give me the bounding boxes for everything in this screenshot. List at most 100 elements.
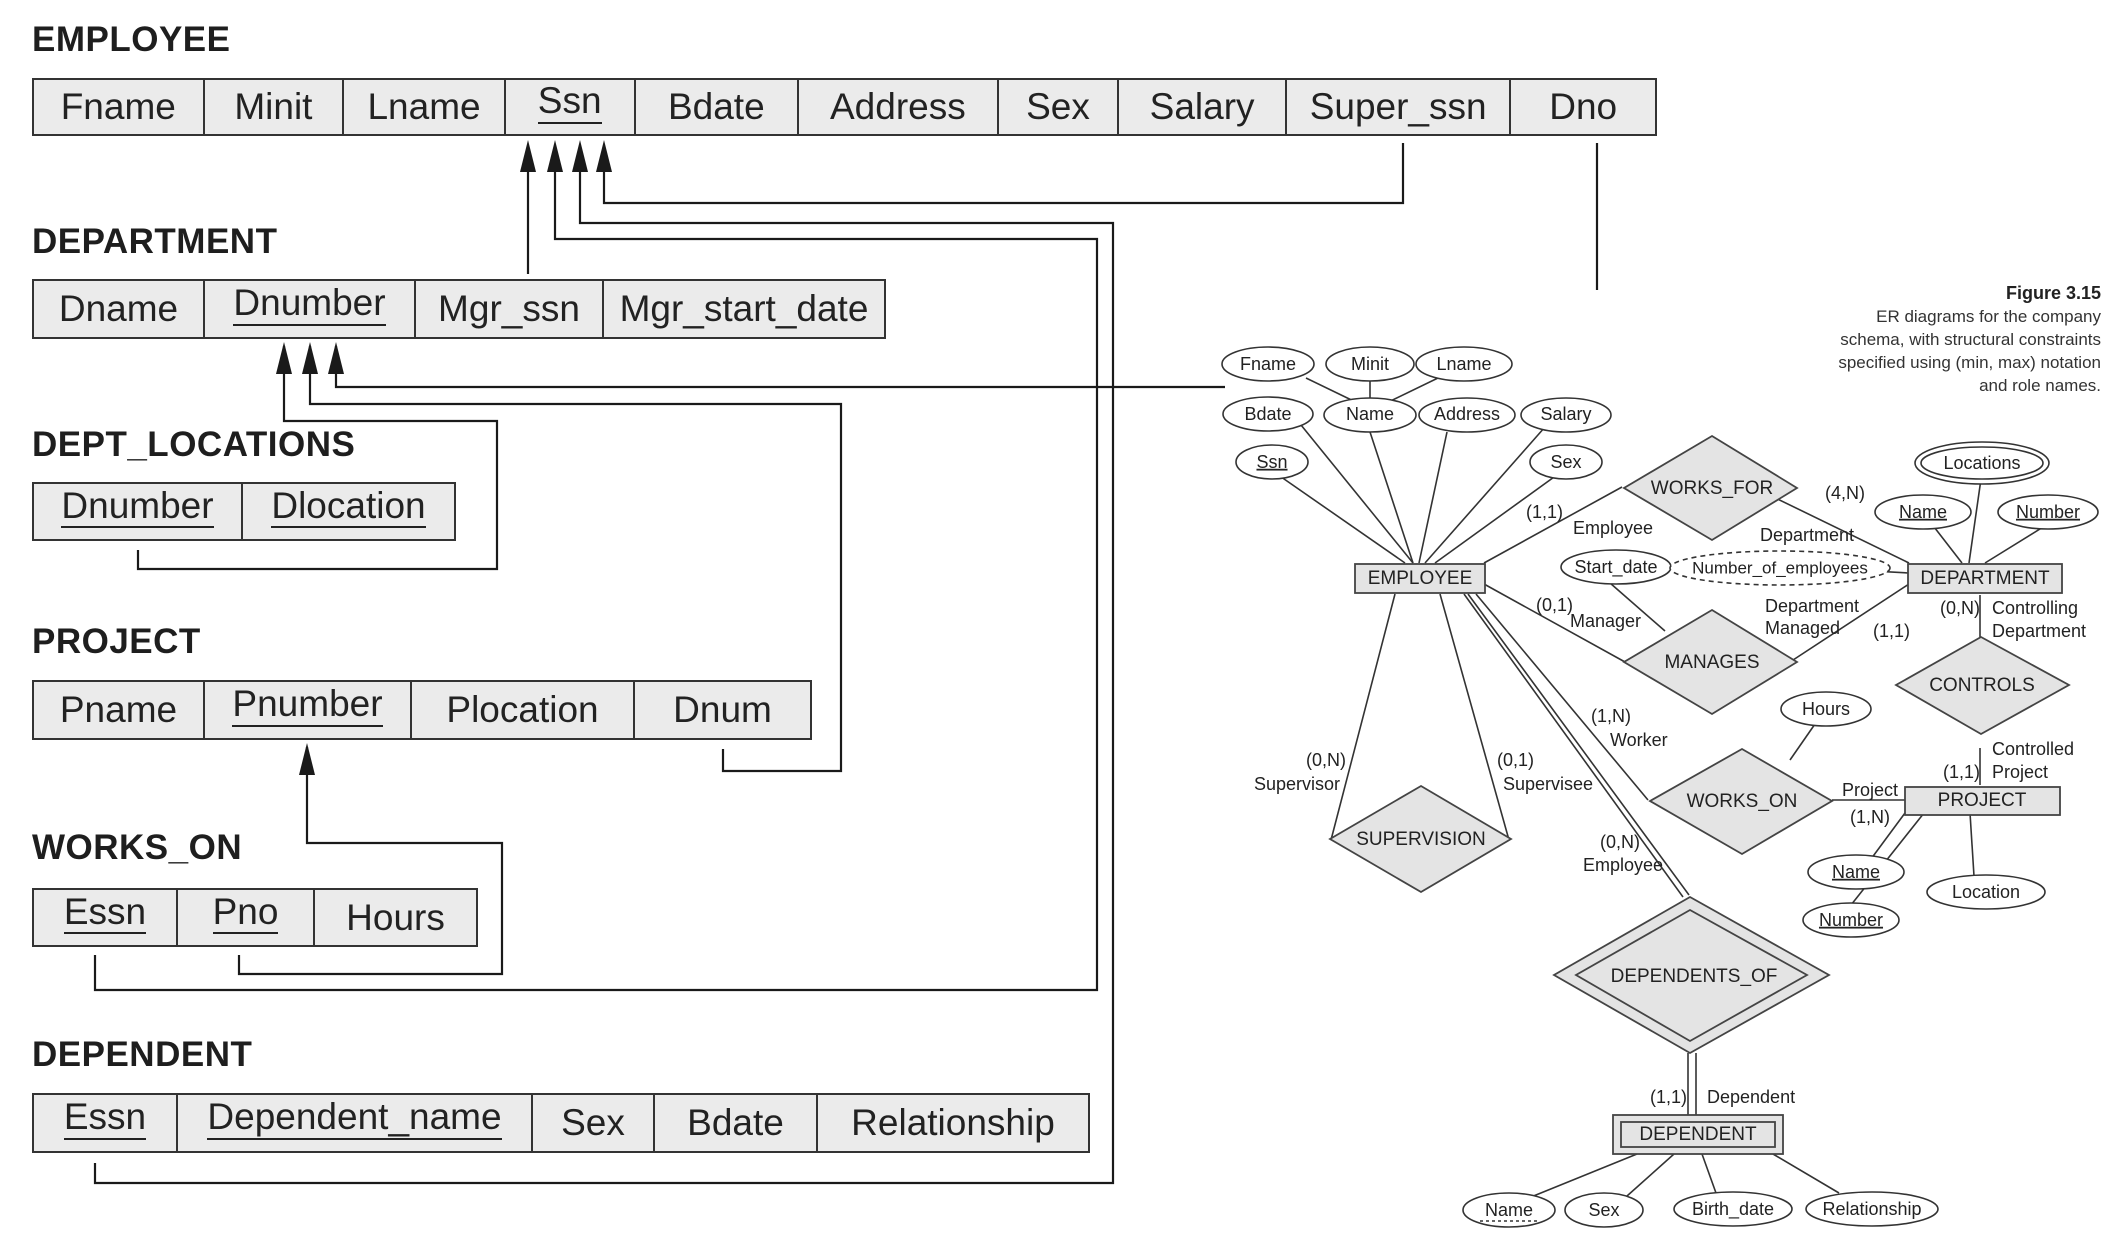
- card-works-for-employee: (1,1): [1526, 502, 1563, 522]
- entity-label-dependent: DEPENDENT: [1639, 1124, 1757, 1145]
- figure-caption: Figure 3.15 ER diagrams for the company …: [1838, 282, 2101, 397]
- arrowhead: [302, 342, 318, 374]
- arrowhead: [520, 140, 536, 172]
- attr-emp-salary: Salary: [1540, 404, 1591, 424]
- relation-title-project: PROJECT: [32, 622, 201, 661]
- relationship-manages: [1622, 608, 1799, 716]
- attr-dept-locations: Locations: [1943, 453, 2020, 473]
- attr-cell: Bdate: [655, 1095, 818, 1151]
- attr-dept-name: Name: [1899, 502, 1947, 522]
- card-works-on-project: (1,N): [1850, 807, 1890, 827]
- attr-emp-name: Name: [1346, 404, 1394, 424]
- card-manages-employee: (0,1): [1536, 595, 1573, 615]
- attr-number-of-employees: Number_of_employees: [1692, 558, 1868, 577]
- entity-project: [1904, 786, 2061, 816]
- attr-emp-minit: Minit: [1351, 354, 1389, 374]
- attr-cell: Mgr_ssn: [416, 281, 604, 337]
- relationship-label-works-for: WORKS_FOR: [1651, 478, 1773, 499]
- entity-employee: [1354, 563, 1486, 594]
- attr-cell: Salary: [1119, 80, 1287, 134]
- role-supervision-supervisee: Supervisee: [1503, 774, 1593, 794]
- attr-cell-primary-key: Ssn: [506, 80, 636, 134]
- attr-emp-bdate: Bdate: [1244, 404, 1291, 424]
- attr-emp-sex: Sex: [1550, 452, 1581, 472]
- role-controls-department: Department: [1992, 621, 2086, 641]
- attr-dep-birth-date: Birth_date: [1692, 1199, 1774, 1220]
- attr-cell: Hours: [346, 896, 445, 938]
- fk-link-pno: [237, 747, 504, 976]
- attr-cell-primary-key: Dnumber: [34, 484, 243, 539]
- attr-dep-sex: Sex: [1588, 1200, 1619, 1220]
- attr-cell-primary-key: Pnumber: [205, 682, 412, 738]
- relation-title-department: DEPARTMENT: [32, 222, 278, 261]
- relation-table-project: Pname Pnumber Plocation Dnum: [32, 680, 812, 740]
- relationship-label-controls: CONTROLS: [1929, 675, 2035, 696]
- card-dependents-of-dependent: (1,1): [1650, 1087, 1687, 1107]
- attr-proj-name: Name: [1832, 862, 1880, 882]
- role-supervision-supervisor: Supervisor: [1254, 774, 1340, 794]
- entity-department: [1907, 563, 2063, 594]
- arrowhead: [299, 743, 315, 775]
- relation-table-dept-locations: Dnumber Dlocation: [32, 482, 456, 541]
- card-works-for-department: (4,N): [1825, 483, 1865, 503]
- relation-table-department: Dname Dnumber Mgr_ssn Mgr_start_date: [32, 279, 886, 339]
- caption-line: ER diagrams for the company: [1876, 307, 2101, 326]
- relationship-label-dependents-of: DEPENDENTS_OF: [1611, 966, 1778, 987]
- attr-cell: Bdate: [636, 80, 800, 134]
- entity-label-department: DEPARTMENT: [1920, 568, 2050, 589]
- fk-link-dept-locations-dnumber: [136, 346, 499, 571]
- relation-title-dependent: DEPENDENT: [32, 1035, 253, 1074]
- caption-line: specified using (min, max) notation: [1838, 353, 2101, 372]
- attr-cell-primary-key: Essn: [34, 1095, 178, 1151]
- attr-cell: Sex: [999, 80, 1120, 134]
- fk-link-dnum: [308, 346, 843, 773]
- attr-cell: Relationship: [851, 1102, 1055, 1143]
- relationship-label-manages: MANAGES: [1664, 652, 1759, 673]
- relationship-works-for: [1622, 434, 1799, 542]
- relationship-works-on: [1648, 747, 1834, 856]
- role-works-for-department: Department: [1760, 525, 1854, 545]
- role-works-on-project: Project: [1842, 780, 1898, 800]
- relation-table-employee: Fname Minit Lname Ssn Bdate Address Sex …: [32, 78, 1657, 136]
- role-manages-manager: Manager: [1570, 611, 1641, 631]
- attr-dep-relationship: Relationship: [1822, 1199, 1921, 1219]
- caption-line: schema, with structural constraints: [1840, 330, 2101, 349]
- attr-proj-location: Location: [1952, 882, 2020, 902]
- role-works-on-worker: Worker: [1610, 730, 1668, 750]
- relationship-label-supervision: SUPERVISION: [1356, 829, 1486, 850]
- attr-cell-primary-key: Dnumber: [205, 281, 416, 337]
- role-dependents-of-employee: Employee: [1583, 855, 1663, 875]
- attr-cell: Address: [799, 80, 999, 134]
- attr-cell: Dname: [34, 281, 205, 337]
- er-connector-lines: [1273, 377, 2049, 1198]
- relation-title-works-on: WORKS_ON: [32, 828, 243, 867]
- relation-table-dependent: Essn Dependent_name Sex Bdate Relationsh…: [32, 1093, 1090, 1153]
- relationship-dependents-of: [1552, 895, 1831, 1055]
- attr-emp-lname: Lname: [1436, 354, 1491, 374]
- card-dependents-of-employee: (0,N): [1600, 832, 1640, 852]
- arrowhead: [547, 140, 563, 172]
- fk-link-super-ssn: [602, 143, 1405, 205]
- attr-cell: Minit: [205, 80, 345, 134]
- attr-cell: Dno: [1549, 86, 1618, 127]
- attr-dept-number: Number: [2016, 502, 2080, 522]
- attr-emp-fname: Fname: [1240, 354, 1296, 374]
- fk-link-dependent-essn: [93, 146, 1115, 1185]
- attr-emp-address: Address: [1434, 404, 1500, 424]
- role-manages-managed: Managed: [1765, 618, 1840, 638]
- attr-cell-primary-key: Pno: [178, 890, 315, 945]
- attr-cell-primary-key: Dependent_name: [178, 1095, 533, 1151]
- attr-cell-primary-key: Essn: [34, 890, 178, 945]
- arrowhead: [328, 342, 344, 374]
- entity-label-project: PROJECT: [1938, 790, 2027, 811]
- attr-dep-name: Name: [1485, 1200, 1533, 1220]
- role-works-for-employee: Employee: [1573, 518, 1653, 538]
- relation-title-employee: EMPLOYEE: [32, 20, 231, 59]
- entity-label-employee: EMPLOYEE: [1368, 568, 1473, 589]
- card-controls-project: (1,1): [1943, 762, 1980, 782]
- attr-cell: Fname: [34, 80, 205, 134]
- role-controls-controlled: Controlled: [1992, 739, 2074, 759]
- arrowhead: [572, 140, 588, 172]
